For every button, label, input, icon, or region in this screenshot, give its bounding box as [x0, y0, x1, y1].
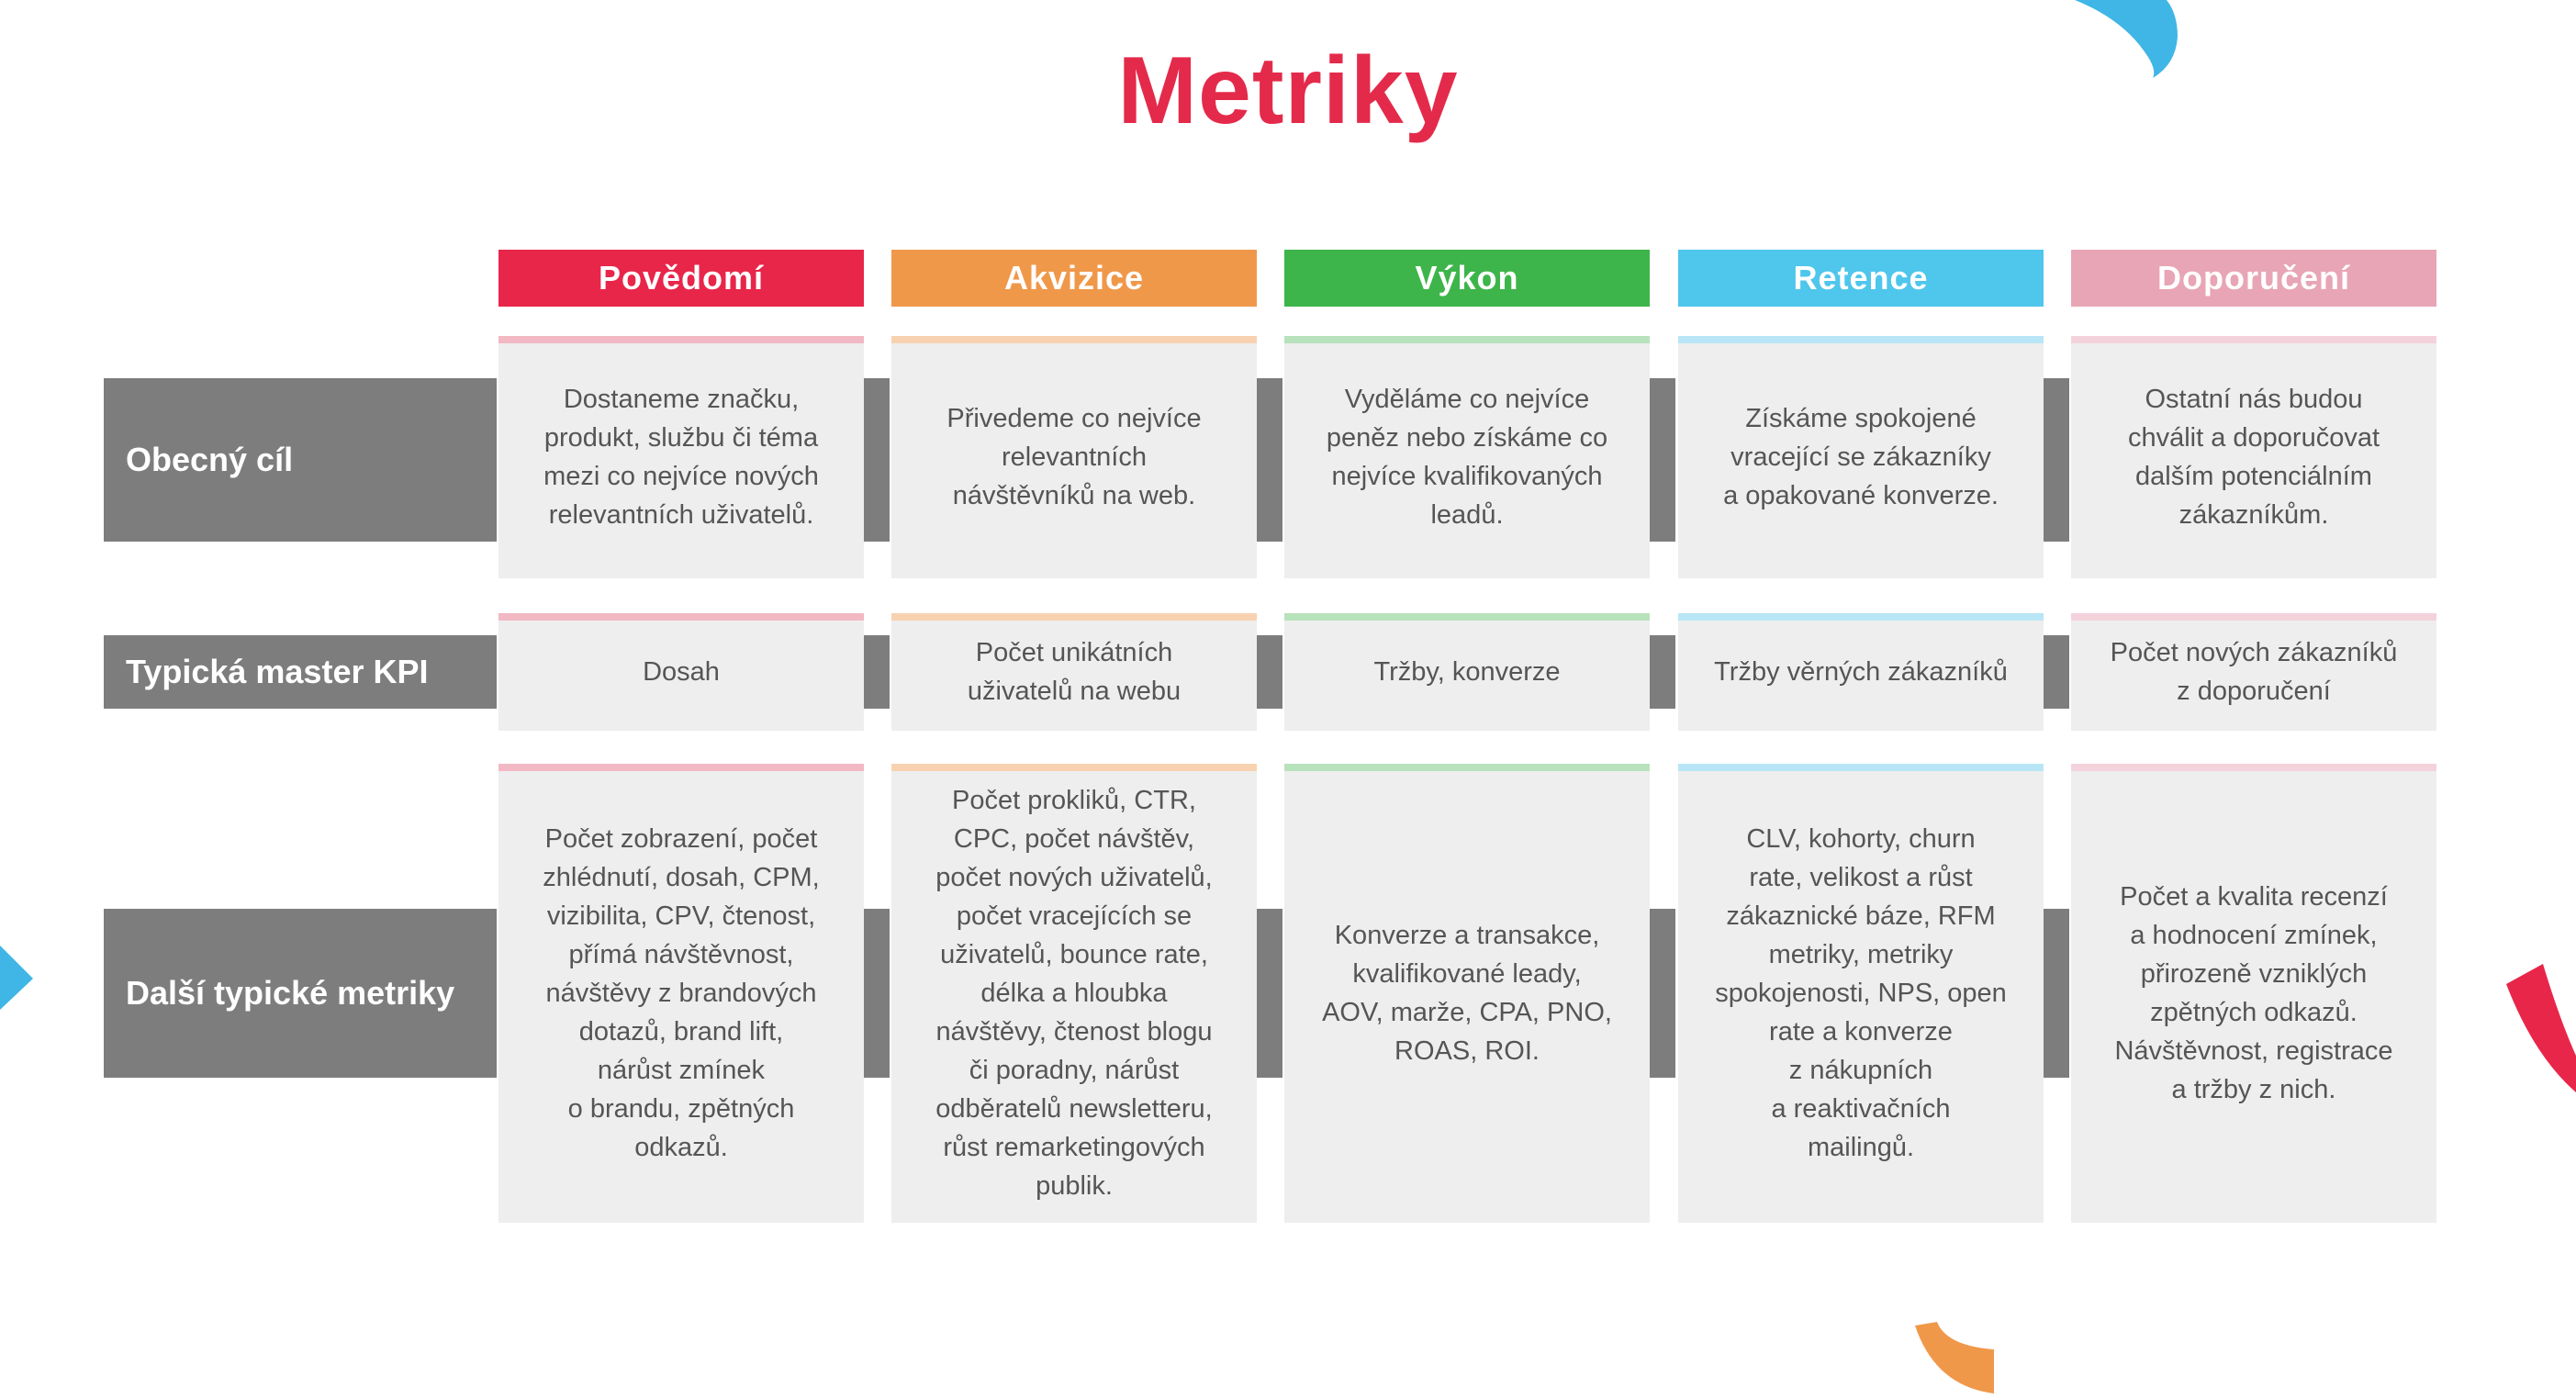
- cell-text: Dostaneme značku, produkt, službu či tém…: [543, 385, 819, 530]
- row-connector: [2042, 378, 2069, 542]
- cell-text: Vyděláme co nejvíce peněz nebo získáme c…: [1326, 385, 1608, 530]
- cell-text: Tržby věrných zákazníků: [1714, 657, 2008, 687]
- cell-master-kpi-referral: Počet nových zákazníků z doporučení: [2071, 613, 2436, 731]
- cell-other-metrics-performance: Konverze a transakce, kvalifikované lead…: [1284, 764, 1650, 1223]
- cell-accent-bar: [891, 336, 1257, 343]
- row-connector: [862, 909, 890, 1078]
- cell-general-goal-performance: Vyděláme co nejvíce peněz nebo získáme c…: [1284, 336, 1650, 578]
- cell-text: Počet unikátních uživatelů na webu: [967, 638, 1182, 706]
- cell-accent-bar: [891, 764, 1257, 771]
- row-connector: [862, 635, 890, 709]
- cell-accent-bar: [1284, 764, 1650, 771]
- cell-text: Získáme spokojené vracející se zákazníky…: [1723, 404, 1999, 510]
- cell-accent-bar: [1284, 613, 1650, 621]
- cell-text: Počet zobrazení, počet zhlédnutí, dosah,…: [543, 824, 820, 1162]
- cell-accent-bar: [1678, 336, 2044, 343]
- confetti-red-right-decoration: [2506, 964, 2576, 1092]
- cell-text: Konverze a transakce, kvalifikované lead…: [1322, 921, 1612, 1066]
- cell-accent-bar: [1678, 613, 2044, 621]
- cell-general-goal-awareness: Dostaneme značku, produkt, službu či tém…: [498, 336, 864, 578]
- cell-master-kpi-acquisition: Počet unikátních uživatelů na webu: [891, 613, 1257, 731]
- cell-accent-bar: [498, 336, 864, 343]
- row-connector: [862, 378, 890, 542]
- cell-text: CLV, kohorty, churn rate, velikost a růs…: [1715, 824, 2007, 1162]
- cell-accent-bar: [2071, 336, 2436, 343]
- cell-text: Tržby, konverze: [1373, 657, 1561, 687]
- row-connector: [1255, 909, 1282, 1078]
- cell-accent-bar: [2071, 613, 2436, 621]
- cell-general-goal-referral: Ostatní nás budou chválit a doporučovat …: [2071, 336, 2436, 578]
- page-title: Metriky: [1117, 38, 1459, 144]
- confetti-blue-left-decoration: [0, 946, 33, 1010]
- row-label-general-goal: Obecný cíl: [104, 378, 497, 542]
- row-connector: [2042, 635, 2069, 709]
- cell-text: Dosah: [643, 657, 720, 687]
- row-connector: [2042, 909, 2069, 1078]
- column-header-referral: Doporučení: [2071, 250, 2436, 307]
- cell-master-kpi-performance: Tržby, konverze: [1284, 613, 1650, 731]
- row-connector: [1648, 635, 1675, 709]
- cell-general-goal-acquisition: Přivedeme co nejvíce relevantních návště…: [891, 336, 1257, 578]
- cell-text: Ostatní nás budou chválit a doporučovat …: [2127, 385, 2380, 530]
- cell-other-metrics-acquisition: Počet prokliků, CTR, CPC, počet návštěv,…: [891, 764, 1257, 1223]
- row-connector: [1648, 909, 1675, 1078]
- row-label-other-metrics: Další typické metriky: [104, 909, 497, 1078]
- cell-other-metrics-referral: Počet a kvalita recenzí a hodnocení zmín…: [2071, 764, 2436, 1223]
- cell-other-metrics-retention: CLV, kohorty, churn rate, velikost a růs…: [1678, 764, 2044, 1223]
- row-connector: [1255, 635, 1282, 709]
- column-header-acquisition: Akvizice: [891, 250, 1257, 307]
- cell-accent-bar: [891, 613, 1257, 621]
- row-label-master-kpi: Typická master KPI: [104, 635, 497, 709]
- cell-general-goal-retention: Získáme spokojené vracející se zákazníky…: [1678, 336, 2044, 578]
- cell-text: Počet a kvalita recenzí a hodnocení zmín…: [2114, 882, 2393, 1104]
- cell-accent-bar: [1678, 764, 2044, 771]
- cell-accent-bar: [498, 613, 864, 621]
- column-header-retention: Retence: [1678, 250, 2044, 307]
- cell-accent-bar: [1284, 336, 1650, 343]
- cell-other-metrics-awareness: Počet zobrazení, počet zhlédnutí, dosah,…: [498, 764, 864, 1223]
- cell-master-kpi-awareness: Dosah: [498, 613, 864, 731]
- cell-text: Počet nových zákazníků z doporučení: [2110, 638, 2398, 706]
- cell-master-kpi-retention: Tržby věrných zákazníků: [1678, 613, 2044, 731]
- cell-text: Počet prokliků, CTR, CPC, počet návštěv,…: [935, 786, 1213, 1201]
- confetti-blue-top-decoration: [2075, 0, 2178, 78]
- row-connector: [1255, 378, 1282, 542]
- confetti-orange-bottom-decoration: [1915, 1322, 1994, 1393]
- cell-text: Přivedeme co nejvíce relevantních návště…: [946, 404, 1202, 510]
- cell-accent-bar: [2071, 764, 2436, 771]
- column-header-awareness: Povědomí: [498, 250, 864, 307]
- cell-accent-bar: [498, 764, 864, 771]
- column-header-performance: Výkon: [1284, 250, 1650, 307]
- row-connector: [1648, 378, 1675, 542]
